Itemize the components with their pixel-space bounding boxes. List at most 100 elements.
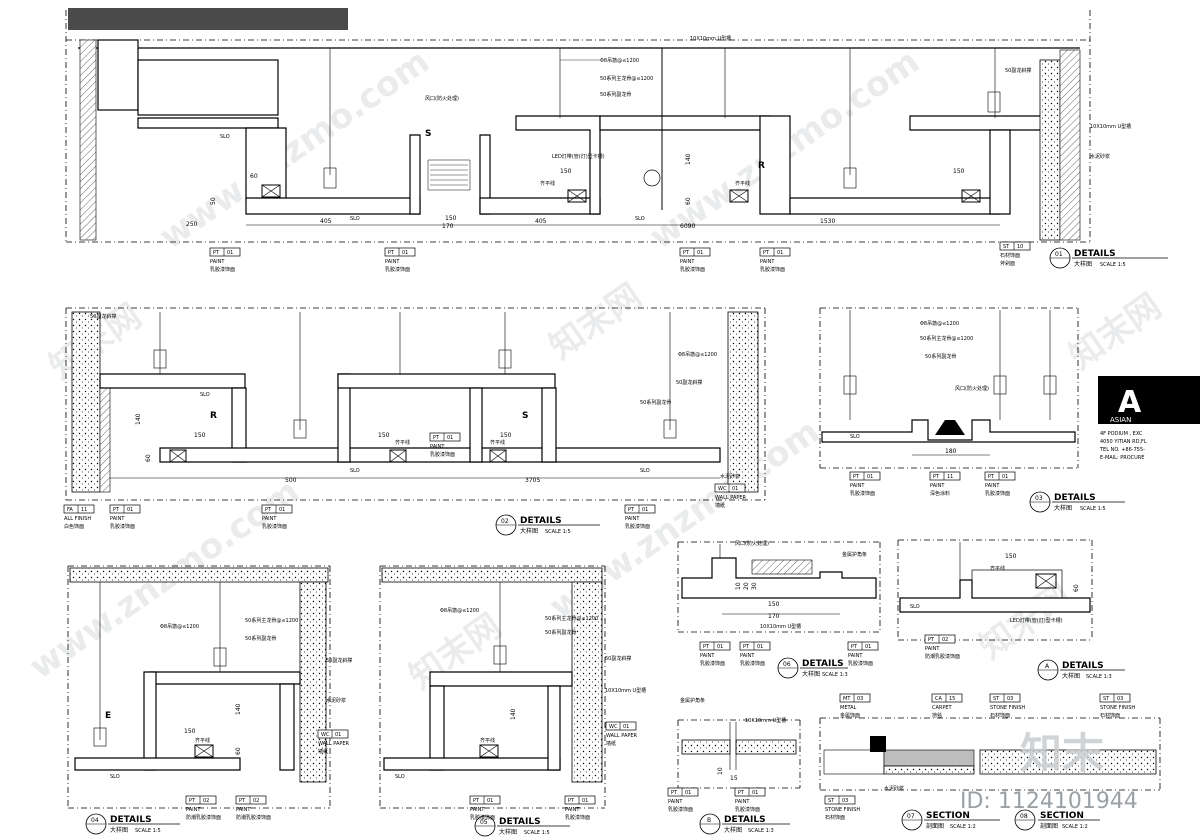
svg-text:金属饰面: 金属饰面	[840, 712, 860, 719]
svg-text:风口(防火处理): 风口(防火处理)	[735, 540, 769, 547]
detail-02: R S 140 150 60 150 150 500 3705 SLO SLO …	[63, 307, 766, 536]
svg-text:MT: MT	[843, 696, 851, 702]
brand-watermark: 知末 ID: 1124101944	[960, 729, 1138, 814]
svg-text:风口(防火处理): 风口(防火处理)	[955, 385, 989, 392]
annotation: LED灯带(管(灯)型卡槽)	[552, 153, 605, 160]
svg-text:PAINT: PAINT	[700, 653, 715, 659]
svg-text:PAINT: PAINT	[740, 653, 755, 659]
svg-text:SLO: SLO	[200, 392, 210, 398]
svg-text:大样图: 大样图	[1062, 672, 1080, 680]
dim: 1530	[820, 218, 835, 225]
svg-text:07: 07	[907, 813, 915, 820]
svg-text:20: 20	[743, 582, 750, 590]
detail-title: 03 DETAILS 大样图 SCALE 1:5	[1029, 491, 1125, 513]
svg-text:10: 10	[717, 767, 724, 775]
svg-text:01: 01	[757, 644, 763, 650]
svg-text:STONE FINISH: STONE FINISH	[825, 807, 860, 813]
svg-text:乳胶漆饰面: 乳胶漆饰面	[625, 523, 650, 530]
svg-text:ST: ST	[1103, 696, 1110, 702]
svg-text:乳胶漆饰面: 乳胶漆饰面	[470, 814, 495, 821]
dim: 60	[250, 173, 258, 180]
svg-text:大样图: 大样图	[724, 826, 742, 834]
svg-text:METAL: METAL	[840, 705, 857, 711]
svg-text:水泥砂浆: 水泥砂浆	[326, 697, 346, 704]
svg-text:140: 140	[235, 703, 242, 715]
svg-text:150: 150	[194, 432, 206, 439]
svg-text:SLO: SLO	[910, 604, 920, 610]
svg-text:Φ8吊筋@≤1200: Φ8吊筋@≤1200	[678, 351, 717, 358]
svg-text:02: 02	[253, 798, 259, 804]
svg-text:01: 01	[127, 507, 133, 513]
svg-text:齐平线: 齐平线	[490, 439, 505, 446]
svg-text:PT: PT	[671, 790, 678, 796]
svg-text:01: 01	[1002, 474, 1008, 480]
svg-text:乳胶漆饰面: 乳胶漆饰面	[668, 806, 693, 813]
ceiling-mark: SLO	[350, 216, 360, 222]
svg-text:SLO: SLO	[850, 434, 860, 440]
watermark-brand: 知末网	[542, 276, 648, 367]
svg-text:50副龙斜撑: 50副龙斜撑	[605, 655, 631, 662]
svg-text:PT: PT	[113, 507, 120, 513]
svg-text:DETAILS: DETAILS	[802, 659, 844, 669]
svg-text:PT: PT	[933, 474, 940, 480]
svg-text:60: 60	[145, 454, 152, 462]
svg-text:乳胶漆饰面: 乳胶漆饰面	[740, 660, 765, 667]
dim: 405	[320, 218, 332, 225]
annotation: 50系列主龙骨@≤1200	[600, 75, 653, 82]
dark-header-block	[68, 8, 348, 30]
svg-text:140: 140	[510, 708, 517, 720]
svg-text:大样图: 大样图	[499, 828, 517, 836]
svg-text:01: 01	[623, 724, 629, 730]
svg-text:PAINT: PAINT	[430, 444, 445, 450]
svg-text:PAINT: PAINT	[110, 516, 125, 522]
svg-text:PAINT: PAINT	[930, 483, 945, 489]
svg-text:石材饰面: 石材饰面	[1100, 712, 1120, 719]
svg-text:剖面图: 剖面图	[1040, 822, 1058, 830]
svg-text:乳胶漆饰面: 乳胶漆饰面	[680, 266, 705, 273]
svg-text:PAINT: PAINT	[985, 483, 1000, 489]
svg-text:PT: PT	[988, 474, 995, 480]
svg-text:PAINT: PAINT	[735, 799, 750, 805]
svg-text:140: 140	[135, 413, 142, 425]
svg-text:SCALE 1:5: SCALE 1:5	[1100, 262, 1126, 268]
svg-text:01: 01	[1055, 251, 1063, 258]
svg-text:03: 03	[1117, 696, 1123, 702]
svg-text:PT: PT	[568, 798, 575, 804]
svg-text:WC: WC	[609, 724, 618, 730]
letter-s: S	[522, 411, 528, 421]
svg-text:乳胶漆饰面: 乳胶漆饰面	[700, 660, 725, 667]
svg-text:PT: PT	[853, 474, 860, 480]
detail-05: 140 齐平线 SLO Φ8吊筋@≤1200 50系列主龙骨@≤1200 50系…	[379, 565, 646, 837]
svg-text:墙纸: 墙纸	[606, 740, 616, 747]
svg-text:PAINT: PAINT	[848, 653, 863, 659]
svg-text:03: 03	[857, 696, 863, 702]
svg-text:01: 01	[642, 507, 648, 513]
svg-text:乳胶漆饰面: 乳胶漆饰面	[848, 660, 873, 667]
svg-text:石材饰面: 石材饰面	[1000, 252, 1020, 259]
svg-text:PT: PT	[743, 644, 750, 650]
svg-text:PT: PT	[628, 507, 635, 513]
svg-text:PAINT: PAINT	[565, 807, 580, 813]
detail-title: 01 DETAILS 大样图 SCALE 1:5	[1049, 247, 1168, 269]
annotation: Φ8吊筋@≤1200	[600, 57, 639, 64]
annotation: 10X10mm U型槽	[690, 35, 731, 42]
svg-text:金属护角条: 金属护角条	[842, 551, 867, 558]
svg-text:150: 150	[184, 728, 196, 735]
svg-text:01: 01	[685, 790, 691, 796]
svg-text:乳胶漆饰面: 乳胶漆饰面	[110, 523, 135, 530]
svg-text:50副龙斜撑: 50副龙斜撑	[90, 313, 116, 320]
ceiling-mark: SLO	[635, 216, 645, 222]
svg-text:01: 01	[867, 474, 873, 480]
svg-text:WC: WC	[718, 486, 727, 492]
svg-text:PT: PT	[738, 790, 745, 796]
svg-text:大样图: 大样图	[1074, 260, 1092, 268]
svg-text:Φ8吊筋@≤1200: Φ8吊筋@≤1200	[920, 320, 959, 327]
dim: 150	[445, 215, 457, 222]
letter-s: S	[425, 129, 431, 139]
svg-text:PT: PT	[851, 644, 858, 650]
svg-text:SCALE 1:5: SCALE 1:5	[135, 828, 161, 834]
dim: 150	[953, 168, 965, 175]
svg-text:SLO: SLO	[110, 774, 120, 780]
